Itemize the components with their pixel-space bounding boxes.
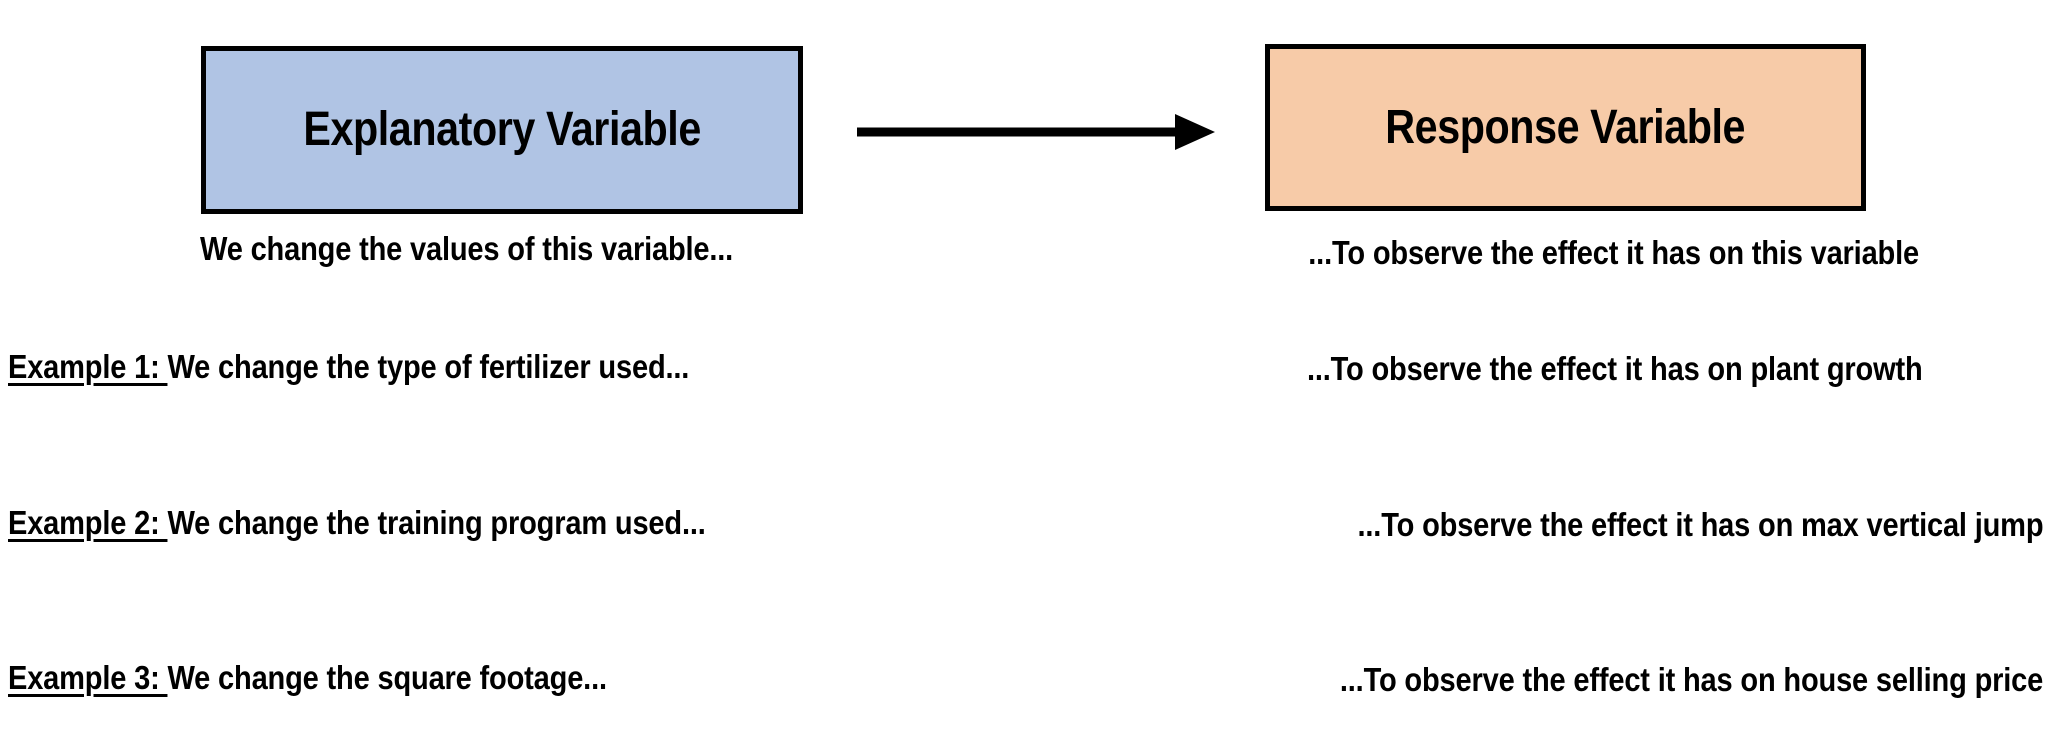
example-1-left-row: Example 1: We change the type of fertili… bbox=[8, 350, 689, 383]
example-2-label: Example 2: bbox=[8, 504, 168, 541]
explanatory-variable-label: Explanatory Variable bbox=[303, 103, 701, 156]
response-variable-label: Response Variable bbox=[1385, 100, 1746, 154]
example-1-explanatory-text: We change the type of fertilizer used... bbox=[167, 348, 690, 385]
explanatory-caption: We change the values of this variable... bbox=[200, 230, 734, 267]
response-caption: ...To observe the effect it has on this … bbox=[1308, 234, 1919, 271]
example-2-explanatory-text: We change the training program used... bbox=[167, 504, 706, 541]
example-1-label: Example 1: bbox=[8, 348, 168, 385]
example-3-response-text: ...To observe the effect it has on house… bbox=[1339, 661, 2043, 698]
example-2-response-text: ...To observe the effect it has on max v… bbox=[1357, 506, 2043, 543]
rightwards-arrow-icon bbox=[857, 114, 1215, 150]
explanatory-variable-box: Explanatory Variable bbox=[201, 46, 803, 214]
example-3-left-row: Example 3: We change the square footage.… bbox=[8, 661, 607, 694]
example-2-left-row: Example 2: We change the training progra… bbox=[8, 506, 706, 539]
example-3-explanatory-text: We change the square footage... bbox=[167, 659, 607, 696]
response-variable-box: Response Variable bbox=[1265, 44, 1866, 211]
example-3-label: Example 3: bbox=[8, 659, 168, 696]
example-1-response-text: ...To observe the effect it has on plant… bbox=[1307, 350, 1923, 387]
